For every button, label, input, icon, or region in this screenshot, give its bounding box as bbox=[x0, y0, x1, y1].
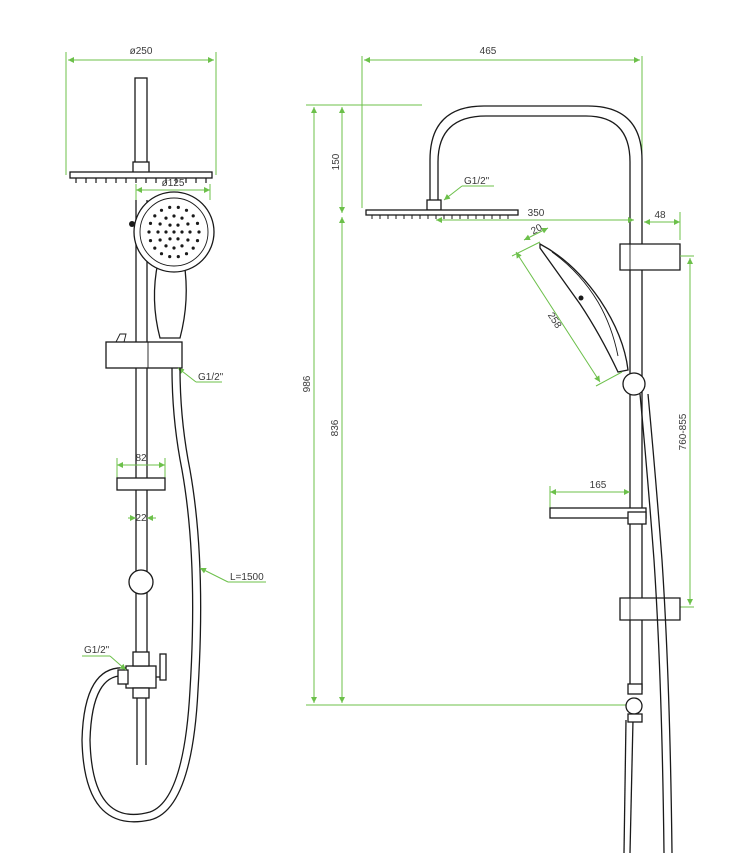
spray-hole bbox=[176, 255, 180, 259]
head-thread-label: G1/2" bbox=[464, 176, 490, 187]
front-rail bbox=[135, 200, 148, 690]
rain-head-front bbox=[69, 171, 213, 183]
spray-hole bbox=[148, 239, 153, 243]
spray-hole bbox=[195, 239, 200, 243]
hose-length-callout: L=1500 bbox=[199, 567, 266, 583]
arm-drop-label: 150 bbox=[331, 153, 342, 170]
spray-hole bbox=[164, 244, 168, 248]
total-height-dimension: 986 bbox=[302, 104, 636, 706]
spray-hole bbox=[176, 205, 180, 209]
spray-hole bbox=[153, 214, 157, 218]
spray-hole bbox=[180, 230, 184, 234]
spray-hole bbox=[164, 230, 168, 234]
outlet-thread-label: G1/2" bbox=[198, 372, 224, 383]
spray-hole bbox=[159, 208, 164, 212]
slider-side-bottom bbox=[619, 597, 681, 621]
slider-holder-front bbox=[105, 333, 183, 369]
spray-hole bbox=[158, 238, 162, 242]
spray-hole bbox=[148, 221, 153, 225]
head-height-label: 836 bbox=[330, 419, 341, 436]
spray-hole bbox=[180, 216, 184, 220]
shelf-side bbox=[549, 507, 647, 525]
side-view: 465 150 G1/2" 350 bbox=[302, 46, 694, 853]
rail-diameter-label: 22 bbox=[135, 513, 147, 524]
inlet-thread-label: G1/2" bbox=[84, 645, 110, 656]
handset-spray-holes bbox=[147, 205, 201, 259]
hose-side bbox=[623, 393, 673, 853]
diverter-side bbox=[625, 683, 643, 723]
spray-hole bbox=[168, 223, 172, 227]
holder-width-dimension: 82 bbox=[116, 453, 166, 478]
holder-range-label: 760-855 bbox=[678, 413, 689, 450]
inlet-thread-callout: G1/2" bbox=[82, 645, 127, 671]
spray-hole bbox=[184, 252, 189, 256]
slider-side-top bbox=[619, 243, 681, 271]
spray-hole bbox=[168, 237, 172, 241]
hand-shower-front bbox=[129, 191, 215, 339]
spray-hole bbox=[176, 237, 180, 241]
holder-offset-label: 48 bbox=[654, 210, 666, 221]
rain-head-side bbox=[365, 199, 519, 219]
arm-reach-dimension: 350 bbox=[436, 208, 634, 223]
rain-head-nozzles bbox=[75, 178, 207, 183]
head-diameter-label: ø250 bbox=[130, 46, 153, 57]
rail-diameter-dimension: 22 bbox=[128, 513, 156, 524]
handset-length-label: 258 bbox=[545, 311, 564, 331]
upper-pipe bbox=[132, 77, 150, 175]
total-width-label: 465 bbox=[480, 46, 497, 57]
spray-hole bbox=[164, 216, 168, 220]
rail-joint-front bbox=[128, 569, 154, 595]
spray-hole bbox=[188, 230, 192, 234]
spray-hole bbox=[158, 222, 162, 226]
spray-hole bbox=[191, 246, 195, 250]
handset-width-label: 20 bbox=[529, 222, 544, 237]
outlet-thread-callout: G1/2" bbox=[177, 367, 224, 383]
handset-width-dimension: 20 bbox=[523, 222, 549, 241]
holder-width-label: 82 bbox=[135, 453, 147, 464]
spray-hole bbox=[168, 255, 172, 259]
hose-length-label: L=1500 bbox=[230, 572, 264, 583]
spray-hole bbox=[191, 214, 195, 218]
total-width-dimension: 465 bbox=[361, 46, 643, 208]
arm-reach-label: 350 bbox=[528, 208, 545, 219]
spray-hole bbox=[186, 222, 190, 226]
hose-front bbox=[81, 367, 202, 823]
spray-hole bbox=[186, 238, 190, 242]
arm-drop-dimension: 150 bbox=[331, 104, 422, 213]
spray-hole bbox=[168, 205, 172, 209]
head-thread-callout: G1/2" bbox=[443, 176, 494, 201]
spray-hole bbox=[180, 244, 184, 248]
shelf-depth-dimension: 165 bbox=[549, 480, 630, 508]
spray-hole bbox=[184, 208, 189, 212]
shelf-front bbox=[116, 477, 166, 491]
handset-diameter-dimension: ø125 bbox=[135, 178, 211, 200]
spray-hole bbox=[147, 230, 151, 234]
spray-hole bbox=[172, 230, 176, 234]
shelf-depth-label: 165 bbox=[590, 480, 607, 491]
spray-hole bbox=[176, 223, 180, 227]
holder-range-dimension: 760-855 bbox=[678, 255, 694, 608]
spray-hole bbox=[195, 221, 200, 225]
holder-offset-dimension: 48 bbox=[644, 210, 681, 240]
front-view: ø250 ø125 bbox=[65, 46, 266, 823]
head-diameter-dimension: ø250 bbox=[65, 46, 217, 175]
spray-hole bbox=[153, 246, 157, 250]
spray-hole bbox=[159, 252, 164, 256]
total-height-label: 986 bbox=[302, 375, 313, 392]
diverter-front bbox=[117, 651, 167, 699]
spray-hole bbox=[197, 230, 201, 234]
spray-hole bbox=[156, 230, 160, 234]
handset-diameter-label: ø125 bbox=[162, 178, 185, 189]
overhead-arm bbox=[429, 105, 643, 690]
spray-hole bbox=[172, 246, 176, 250]
head-height-dimension: 836 bbox=[330, 217, 345, 703]
spray-hole bbox=[172, 214, 176, 218]
